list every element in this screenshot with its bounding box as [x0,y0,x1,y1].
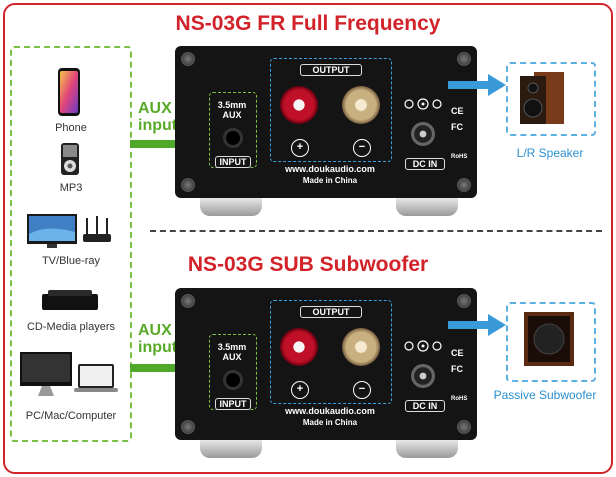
subwoofer-box [506,302,596,382]
amp-foot [200,196,262,216]
output-arrow-bottom [448,314,506,336]
website-text: www.doukaudio.com [285,164,375,174]
dc-label: DC IN [405,158,445,170]
input-label: INPUT [215,398,251,410]
made-in-text: Made in China [302,176,358,185]
jack-label: 3.5mm AUX [217,100,247,120]
subwoofer-icon [524,312,574,366]
output-section [270,300,392,404]
aux-line2: input [138,117,178,134]
ce-mark: CE [451,348,464,358]
source-label-phone: Phone [55,122,87,134]
screw-icon [181,52,195,66]
fcc-mark: FC [451,122,463,132]
aux-line1: AUX [138,100,172,117]
screw-icon [457,178,471,192]
media-player-icon [42,290,98,310]
plus-icon: + [291,139,309,157]
source-label-cd: CD-Media players [26,321,116,333]
speaker-terminal-negative [342,86,380,124]
bookshelf-speaker-icon [520,72,564,124]
source-label-mp3: MP3 [59,182,83,194]
computer-icon [20,352,118,396]
aux-input-label-bottom: AUX input [138,322,177,356]
dc-label: DC IN [405,400,445,412]
screw-icon [457,420,471,434]
aux-jack [223,128,243,148]
screw-icon [457,294,471,308]
fcc-mark: FC [451,364,463,374]
tv-router-icon [27,214,111,248]
aux-line2: input [138,339,178,356]
dc-polarity-icon [404,98,442,110]
rohs-mark: RoHS [451,154,468,160]
amp-foot [200,438,262,458]
aux-line1: AUX [138,322,172,339]
amplifier-panel-sub: 3.5mm AUX INPUT OUTPUT + − www.doukaudio… [175,288,477,440]
section-divider [150,230,602,232]
minus-icon: − [353,381,371,399]
dest-label-speaker: L/R Speaker [516,146,584,160]
source-label-tv: TV/Blue-ray [41,255,101,267]
screw-icon [457,52,471,66]
output-label: OUTPUT [300,64,362,76]
dc-polarity-icon [404,340,442,352]
sources-panel [10,46,132,442]
output-label: OUTPUT [300,306,362,318]
smartphone-icon [58,68,80,116]
mp3-player-icon [61,143,79,175]
source-label-pc: PC/Mac/Computer [25,410,117,422]
title-sub: NS-03G SUB Subwoofer [187,253,429,276]
plus-icon: + [291,381,309,399]
speaker-terminal-positive [280,86,318,124]
output-section [270,58,392,162]
screw-icon [181,420,195,434]
aux-jack [223,370,243,390]
minus-icon: − [353,139,371,157]
output-arrow-top [448,74,506,96]
ce-mark: CE [451,106,464,116]
speaker-terminal-negative [342,328,380,366]
rohs-mark: RoHS [451,396,468,402]
speaker-terminal-positive [280,328,318,366]
screw-icon [181,178,195,192]
aux-input-label-top: AUX input [138,100,177,134]
dc-jack [411,122,435,146]
dc-jack [411,364,435,388]
jack-label: 3.5mm AUX [217,342,247,362]
dest-label-subwoofer: Passive Subwoofer [493,388,597,402]
website-text: www.doukaudio.com [285,406,375,416]
amp-foot [396,438,458,458]
speaker-box [506,62,596,136]
made-in-text: Made in China [302,418,358,427]
amp-foot [396,196,458,216]
outer-frame [3,3,613,474]
title-fr: NS-03G FR Full Frequency [175,12,441,35]
amplifier-panel-fr: 3.5mm AUX INPUT OUTPUT + − www.doukaudio… [175,46,477,198]
input-label: INPUT [215,156,251,168]
screw-icon [181,294,195,308]
